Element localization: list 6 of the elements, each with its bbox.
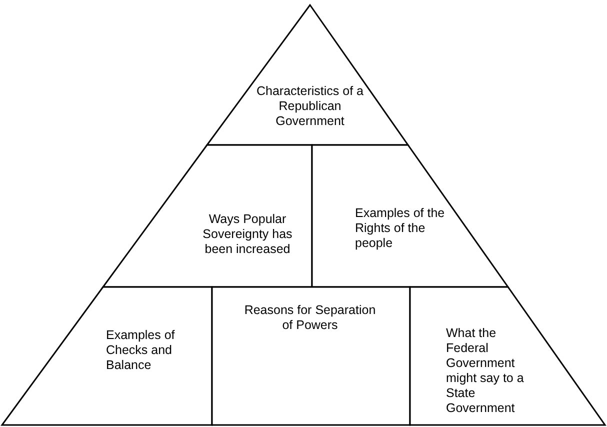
section-label: Ways Popular Sovereignty has been increased <box>202 212 294 257</box>
section-label: Reasons for Separation of Powers <box>243 303 377 333</box>
section-label: Examples of the Rights of the people <box>355 206 446 251</box>
section-label: Examples of Checks and Balance <box>106 328 176 373</box>
section-label: What the Federal Government might say to a State Government <box>446 326 525 416</box>
section-label: Characteristics of a Republican Government <box>256 84 364 129</box>
